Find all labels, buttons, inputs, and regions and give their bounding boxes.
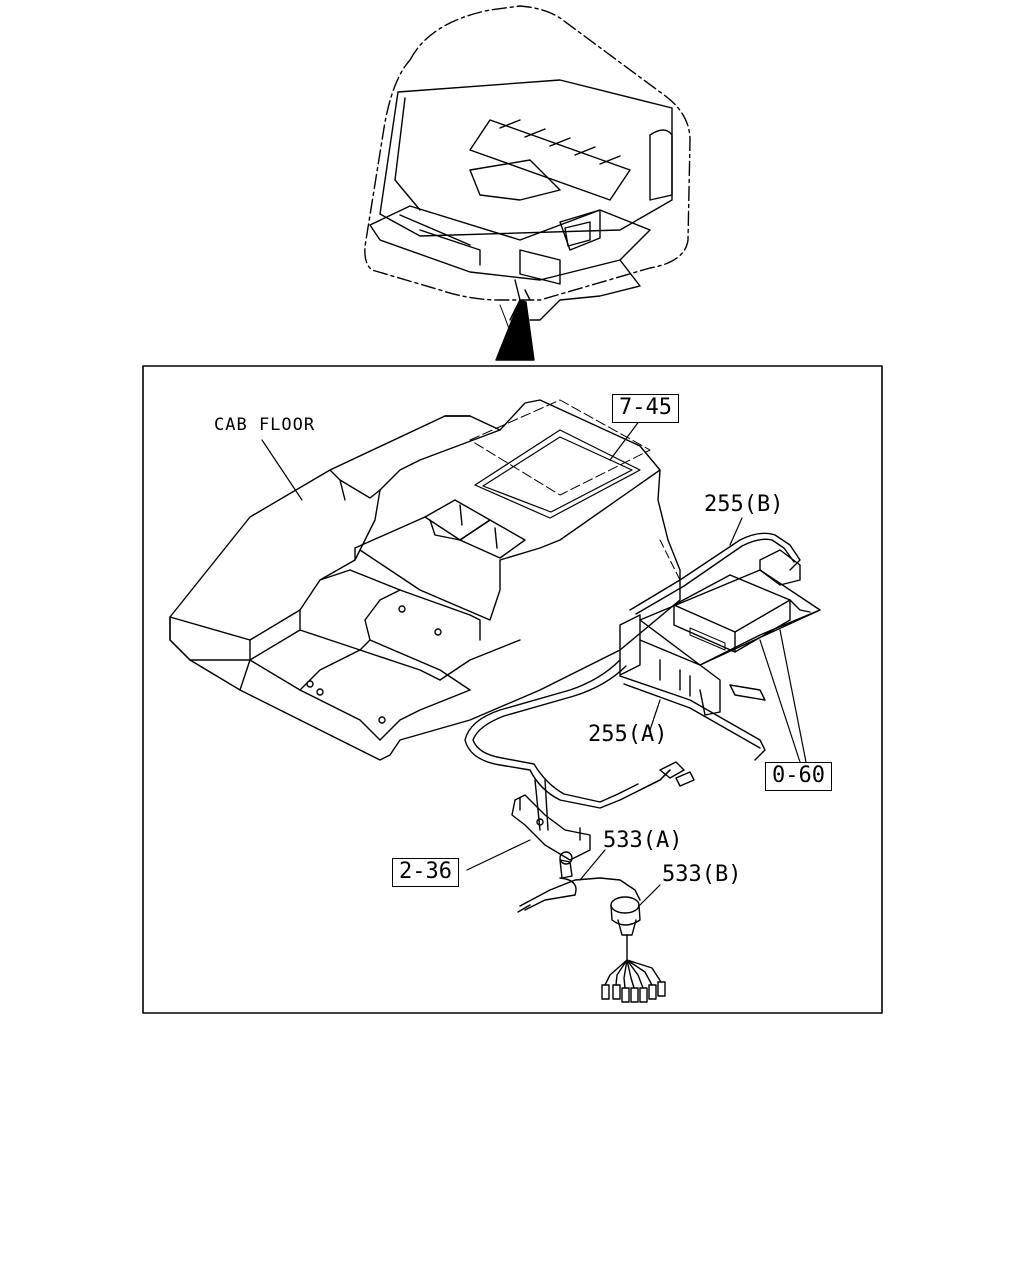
sensor-harness	[601, 896, 666, 1003]
cab-floor-shape	[169, 399, 681, 761]
cab-overview	[364, 5, 691, 361]
part-255a-label: 255(A)	[588, 722, 668, 747]
cab-floor-label: CAB FLOOR	[214, 415, 316, 435]
part-533a-label: 533(A)	[603, 828, 683, 853]
ref-7-45-label: 7-45	[612, 394, 679, 423]
ref-0-60-label: 0-60	[765, 762, 832, 791]
part-255b-label: 255(B)	[704, 492, 784, 517]
control-unit	[619, 569, 821, 716]
detail-frame	[142, 365, 883, 1014]
leader-lines	[261, 419, 807, 906]
ref-2-36-label: 2-36	[392, 858, 459, 887]
part-533b-label: 533(B)	[662, 862, 742, 887]
wiring-harness	[464, 532, 801, 809]
bracket-assembly	[511, 779, 641, 913]
